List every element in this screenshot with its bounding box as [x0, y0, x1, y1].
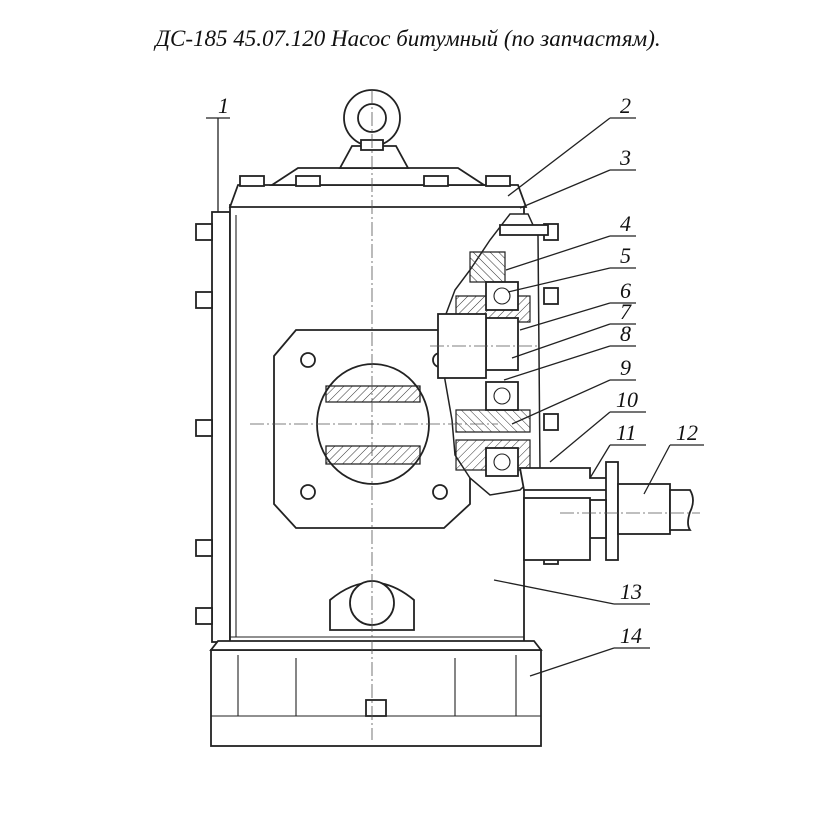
drive-shaft: [518, 461, 694, 561]
callout-14: 14: [620, 623, 642, 648]
callout-10: 10: [616, 387, 638, 412]
callout-9: 9: [620, 355, 631, 380]
callout-1: 1: [218, 93, 229, 118]
callout-4: 4: [620, 211, 631, 236]
callout-7: 7: [620, 299, 632, 324]
callout-5: 5: [620, 243, 631, 268]
callout-8: 8: [620, 321, 631, 346]
callout-13: 13: [620, 579, 642, 604]
callout-3: 3: [619, 145, 631, 170]
callout-2: 2: [620, 93, 631, 118]
callout-6: 6: [620, 278, 631, 303]
callout-labels: 1 2 3 4 5 6 7 8 9 10 11 12 13 14: [218, 93, 698, 648]
top-cover: [228, 145, 528, 208]
drawing-title: ДС-185 45.07.120 Насос битумный (по запч…: [155, 26, 661, 51]
left-bolts: [195, 223, 213, 625]
centre-lines: [250, 90, 700, 740]
pump-base: [210, 649, 542, 747]
callout-12: 12: [676, 420, 698, 445]
side-flange: [211, 211, 231, 643]
callout-11: 11: [616, 420, 636, 445]
leader-lines: [206, 117, 704, 677]
